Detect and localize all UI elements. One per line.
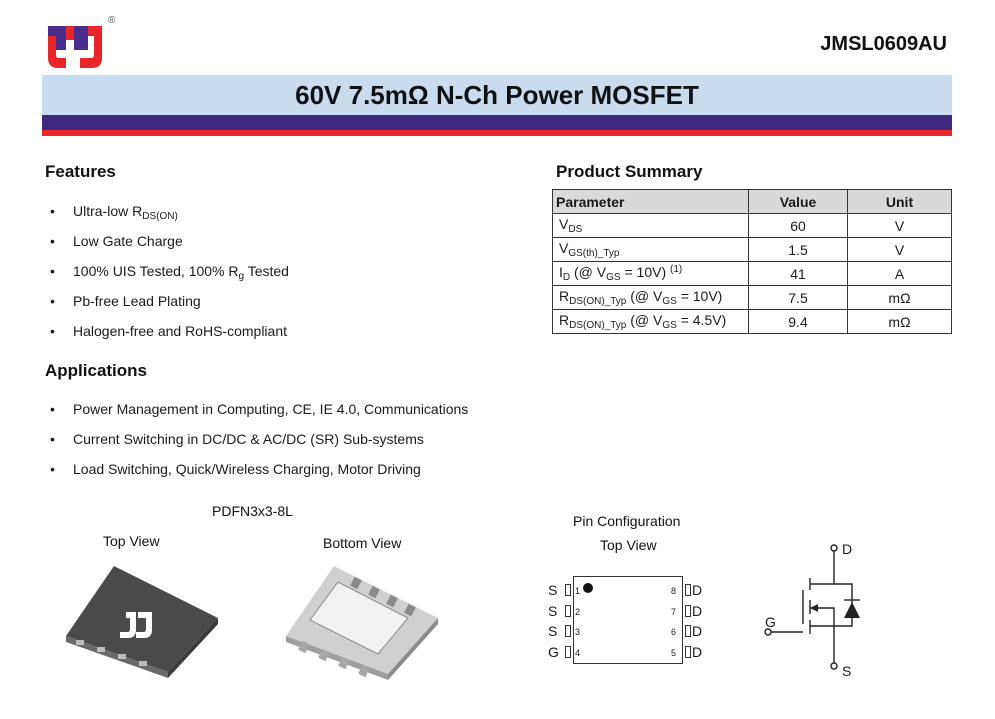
list-item: 100% UIS Tested, 100% Rg Tested <box>45 262 289 292</box>
package-top-view-image <box>66 566 218 678</box>
package-name: PDFN3x3-8L <box>212 503 293 519</box>
pin-pad <box>685 646 691 658</box>
column-header: Value <box>748 189 848 214</box>
list-item: Ultra-low RDS(ON) <box>45 202 289 232</box>
pin-pad <box>565 646 571 658</box>
source-label: S <box>842 663 852 679</box>
pin-label: S <box>548 582 558 598</box>
table-row: RDS(ON)_Typ (@ VGS = 4.5V) 9.4 mΩ <box>552 309 952 334</box>
chip-outline <box>573 576 683 664</box>
table-row: VGS(th)_Typ 1.5 V <box>552 237 952 262</box>
pin-config-title: Pin Configuration <box>573 513 681 529</box>
pin-number: 5 <box>671 648 677 658</box>
pin-number: 3 <box>575 627 581 637</box>
pin-pad <box>565 584 571 596</box>
product-summary-table: Parameter Value Unit VDS 60 V VGS(th)_Ty… <box>552 189 952 334</box>
pin-number: 6 <box>671 627 677 637</box>
registered-mark: ® <box>108 15 116 26</box>
unit-cell: V <box>847 213 952 238</box>
drain-label: D <box>842 541 853 557</box>
top-view-caption: Top View <box>103 533 160 549</box>
pin-label: D <box>692 603 703 619</box>
pin-label: G <box>548 644 559 660</box>
list-item: Low Gate Charge <box>45 232 289 262</box>
mosfet-schematic-symbol <box>764 544 860 670</box>
table-row: ID (@ VGS = 10V) (1) 41 A <box>552 261 952 286</box>
parameter-cell: RDS(ON)_Typ (@ VGS = 10V) <box>552 285 749 310</box>
pin-pad <box>685 584 691 596</box>
pin-pad <box>565 605 571 617</box>
list-item: Current Switching in DC/DC & AC/DC (SR) … <box>45 430 468 460</box>
value-cell: 1.5 <box>748 237 848 262</box>
product-summary-heading: Product Summary <box>556 162 703 181</box>
features-list: Ultra-low RDS(ON) Low Gate Charge 100% U… <box>45 202 289 352</box>
unit-cell: mΩ <box>847 285 952 310</box>
pin-config-subtitle: Top View <box>600 537 657 553</box>
value-cell: 60 <box>748 213 848 238</box>
unit-cell: mΩ <box>847 309 952 334</box>
table-row: VDS 60 V <box>552 213 952 238</box>
bottom-view-caption: Bottom View <box>323 535 402 551</box>
parameter-cell: RDS(ON)_Typ (@ VGS = 4.5V) <box>552 309 749 334</box>
pin-label: D <box>692 582 703 598</box>
pin-number: 8 <box>671 586 677 596</box>
table-header-row: Parameter Value Unit <box>552 189 952 214</box>
table-row: RDS(ON)_Typ (@ VGS = 10V) 7.5 mΩ <box>552 285 952 310</box>
pin-pad <box>685 605 691 617</box>
value-cell: 41 <box>748 261 848 286</box>
parameter-cell: VDS <box>552 213 749 238</box>
pin-label: S <box>548 603 558 619</box>
applications-heading: Applications <box>45 361 148 380</box>
pin-pad <box>565 625 571 637</box>
pin1-indicator <box>583 583 593 593</box>
parameter-cell: ID (@ VGS = 10V) (1) <box>552 261 749 286</box>
pin-number: 2 <box>575 607 581 617</box>
parameter-cell: VGS(th)_Typ <box>552 237 749 262</box>
pin-label: S <box>548 623 558 639</box>
header-stripe-red <box>42 130 952 136</box>
list-item: Load Switching, Quick/Wireless Charging,… <box>45 460 468 490</box>
list-item: Pb-free Lead Plating <box>45 292 289 322</box>
value-cell: 9.4 <box>748 309 848 334</box>
pin-label: D <box>692 623 703 639</box>
gate-label: G <box>765 614 776 630</box>
pin-label: D <box>692 644 703 660</box>
pin-number: 7 <box>671 607 677 617</box>
list-item: Halogen-free and RoHS-compliant <box>45 322 289 352</box>
column-header: Parameter <box>552 189 749 214</box>
value-cell: 7.5 <box>748 285 848 310</box>
header-stripe-purple <box>42 115 952 130</box>
page-title: 60V 7.5mΩ N-Ch Power MOSFET <box>295 79 699 110</box>
list-item: Power Management in Computing, CE, IE 4.… <box>45 400 468 430</box>
part-number: JMSL0609AU <box>820 33 947 55</box>
pin-pad <box>685 625 691 637</box>
unit-cell: V <box>847 237 952 262</box>
pin-number: 1 <box>575 586 581 596</box>
package-bottom-view-image <box>286 566 438 680</box>
title-band: 60V 7.5mΩ N-Ch Power MOSFET <box>42 75 952 115</box>
column-header: Unit <box>847 189 952 214</box>
features-heading: Features <box>45 162 116 181</box>
unit-cell: A <box>847 261 952 286</box>
pin-number: 4 <box>575 648 581 658</box>
applications-list: Power Management in Computing, CE, IE 4.… <box>45 400 468 490</box>
company-logo <box>48 26 102 68</box>
